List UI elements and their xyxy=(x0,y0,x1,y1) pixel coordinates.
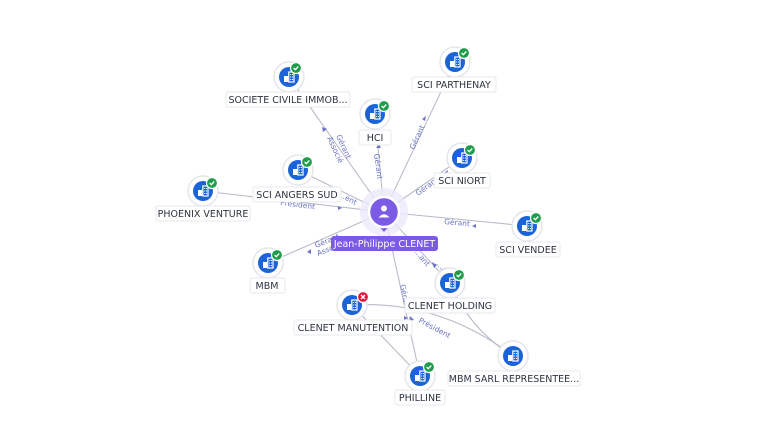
node-niort[interactable]: SCI NIORT xyxy=(433,142,491,189)
node-philline[interactable]: PHILLINE xyxy=(394,360,446,406)
node-angers[interactable]: SCI ANGERS SUD xyxy=(252,154,342,203)
edge-label-vendee: Gérant xyxy=(444,217,471,228)
node-mbmsarl[interactable]: MBM SARL REPRESENTEE... xyxy=(447,340,581,387)
center-person-node[interactable]: Jean-Philippe CLENET xyxy=(331,188,438,251)
node-phoenix[interactable]: PHOENIX VENTURE xyxy=(155,175,251,222)
node-societe[interactable]: SOCIETE CIVILE IMMOB... xyxy=(225,61,351,108)
node-label-mbmsarl: MBM SARL REPRESENTEE... xyxy=(449,374,580,385)
node-label-vendee: SCI VENDEE xyxy=(499,245,556,256)
check-icon xyxy=(377,99,391,113)
check-icon xyxy=(270,248,284,262)
center-person-label: Jean-Philippe CLENET xyxy=(333,239,436,250)
arrow-icon xyxy=(376,144,381,148)
arrow-icon xyxy=(322,127,327,132)
arrow-icon xyxy=(472,224,476,228)
node-label-mbm: MBM xyxy=(256,281,279,292)
node-holding[interactable]: CLENET HOLDING xyxy=(404,267,496,314)
edge-label-parthenay: Gérant xyxy=(408,124,427,151)
company-nodes: SOCIETE CIVILE IMMOB... HCI SCI PARTHENA… xyxy=(155,46,581,406)
check-icon xyxy=(529,211,543,225)
node-hci[interactable]: HCI xyxy=(358,98,392,146)
check-icon xyxy=(205,176,219,190)
check-icon xyxy=(422,360,436,374)
check-icon xyxy=(457,46,471,60)
node-label-holding: CLENET HOLDING xyxy=(408,301,492,312)
node-label-philline: PHILLINE xyxy=(399,393,441,404)
node-label-phoenix: PHOENIX VENTURE xyxy=(158,209,249,220)
node-label-manutention: CLENET MANUTENTION xyxy=(298,323,409,334)
edge-manut-philline xyxy=(351,304,421,377)
node-manutention[interactable]: CLENET MANUTENTION xyxy=(293,289,413,336)
person-icon xyxy=(378,205,390,218)
node-label-hci: HCI xyxy=(367,133,384,144)
check-icon xyxy=(300,155,314,169)
check-icon xyxy=(463,143,477,157)
node-vendee[interactable]: SCI VENDEE xyxy=(495,210,561,258)
edge-label-hci: Gérant xyxy=(372,153,385,180)
arrow-icon xyxy=(404,316,408,320)
node-label-niort: SCI NIORT xyxy=(438,176,486,187)
arrow-icon xyxy=(307,249,311,254)
node-label-angers: SCI ANGERS SUD xyxy=(256,190,337,201)
node-label-societe: SOCIETE CIVILE IMMOB... xyxy=(228,95,347,106)
node-label-parthenay: SCI PARTHENAY xyxy=(417,80,491,91)
check-icon xyxy=(452,268,466,282)
arrow-icon xyxy=(422,116,426,121)
node-mbm[interactable]: MBM xyxy=(249,247,286,294)
arrow-icon xyxy=(338,206,342,210)
node-parthenay[interactable]: SCI PARTHENAY xyxy=(411,46,497,93)
arrow-icon xyxy=(432,262,437,268)
check-icon xyxy=(289,61,303,75)
